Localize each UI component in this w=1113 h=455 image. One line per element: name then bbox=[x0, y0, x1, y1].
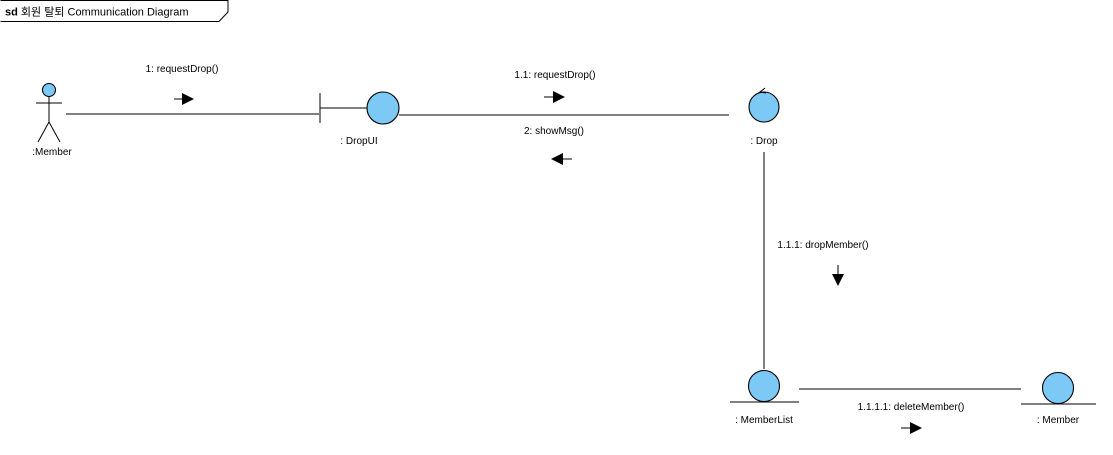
message-1-1-label: 1.1: requestDrop() bbox=[514, 70, 595, 81]
message-1-1-1-label: 1.1.1: dropMember() bbox=[777, 240, 868, 251]
frame-tab[interactable]: sd 회원 탈퇴 Communication Diagram bbox=[0, 0, 229, 22]
message-1-1-1-1-arrowhead bbox=[910, 422, 922, 434]
actor-right-leg bbox=[48, 121, 61, 143]
actor-member[interactable]: :Member bbox=[32, 82, 72, 159]
control-circle bbox=[748, 91, 780, 123]
message-1-1-1[interactable]: 1.1.1: dropMember() bbox=[777, 240, 869, 286]
message-2-label: 2: showMsg() bbox=[524, 126, 584, 137]
message-1-label: 1: requestDrop() bbox=[146, 64, 219, 75]
message-1-1-1-arrowhead bbox=[832, 274, 844, 286]
message-1-1[interactable]: 1.1: requestDrop() bbox=[514, 70, 596, 103]
entity-memberlist-circle bbox=[747, 369, 781, 403]
entity-member-circle bbox=[1041, 371, 1075, 405]
actor-label: :Member bbox=[32, 147, 72, 158]
actor-head bbox=[41, 82, 57, 98]
control-drop[interactable]: : Drop bbox=[748, 87, 780, 147]
boundary-label: : DropUI bbox=[340, 136, 377, 147]
entity-member[interactable]: : Member bbox=[1021, 371, 1096, 427]
frame-keyword: sd bbox=[5, 7, 18, 19]
message-2[interactable]: 2: showMsg() bbox=[524, 126, 584, 165]
message-1-arrowhead bbox=[182, 93, 194, 105]
actor-left-leg bbox=[37, 121, 50, 143]
message-1-1-1-1[interactable]: 1.1.1.1: deleteMember() bbox=[858, 402, 965, 434]
frame-tab-border bbox=[0, 0, 229, 22]
entity-memberlist-label: : MemberList bbox=[735, 415, 793, 426]
boundary-circle bbox=[366, 91, 400, 125]
entity-member-label: : Member bbox=[1037, 415, 1080, 426]
message-1-1-1-1-label: 1.1.1.1: deleteMember() bbox=[858, 402, 965, 413]
message-2-arrowhead bbox=[551, 153, 563, 165]
entity-memberlist[interactable]: : MemberList bbox=[730, 369, 799, 427]
control-arrowhead bbox=[758, 87, 767, 94]
frame-name: 회원 탈퇴 Communication Diagram bbox=[21, 6, 189, 19]
message-1[interactable]: 1: requestDrop() bbox=[146, 64, 219, 105]
frame-title: sd 회원 탈퇴 Communication Diagram bbox=[5, 6, 189, 19]
message-1-1-arrowhead bbox=[553, 91, 565, 103]
boundary-dropui[interactable]: : DropUI bbox=[319, 91, 400, 147]
control-label: : Drop bbox=[750, 136, 778, 147]
